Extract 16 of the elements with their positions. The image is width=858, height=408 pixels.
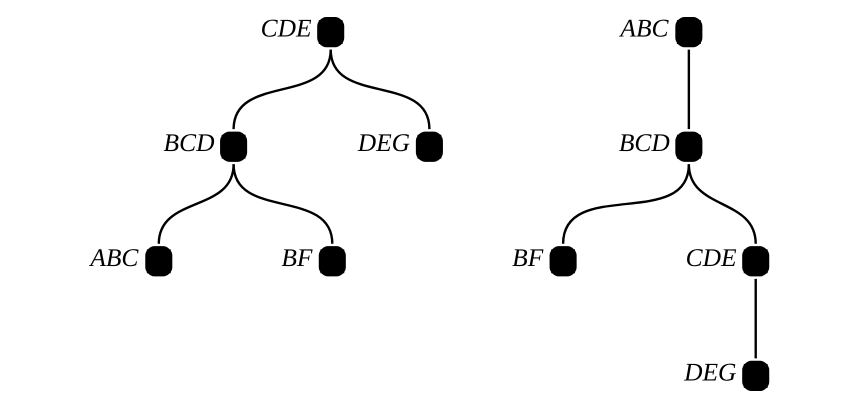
connector — [688, 164, 757, 244]
connector — [562, 164, 690, 244]
node-label: ABC — [620, 14, 668, 43]
connector — [754, 278, 757, 358]
node-label: BCD — [164, 128, 214, 158]
node-label: BF — [281, 242, 312, 272]
node-label: BCD — [618, 128, 670, 158]
node-label: ABC — [90, 242, 138, 272]
node-label: DEG — [684, 357, 736, 386]
node-label: CDE — [686, 242, 737, 272]
node-label: CDE — [260, 14, 312, 43]
connector — [330, 49, 431, 130]
node-label: BF — [512, 242, 544, 272]
connector — [688, 50, 690, 130]
connector — [232, 164, 334, 244]
node-label: DEG — [358, 128, 410, 158]
